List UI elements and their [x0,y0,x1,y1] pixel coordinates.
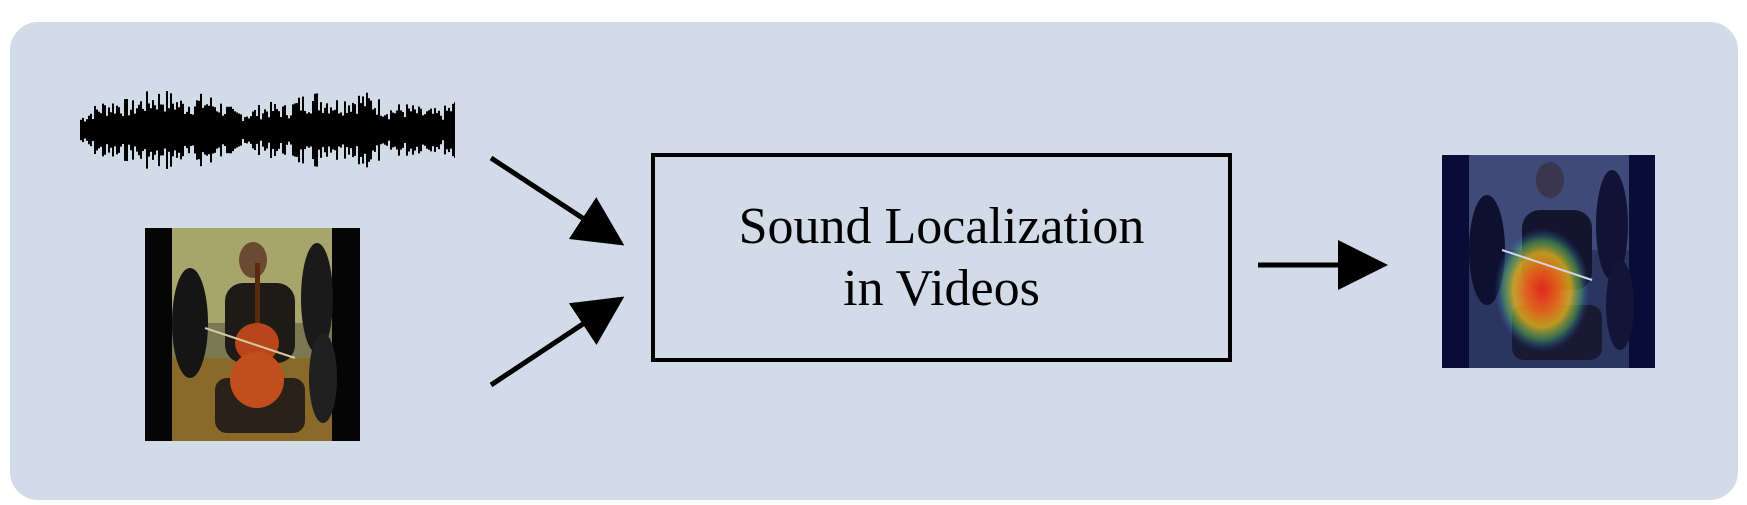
process-title-line1: Sound Localization [738,197,1145,255]
localization-heatmap-icon [1442,155,1655,368]
process-title-line2: in Videos [843,259,1040,317]
sound-localization-box: Sound Localization in Videos [651,153,1232,362]
audio-waveform-icon [80,91,455,169]
video-frame-icon [145,228,360,441]
